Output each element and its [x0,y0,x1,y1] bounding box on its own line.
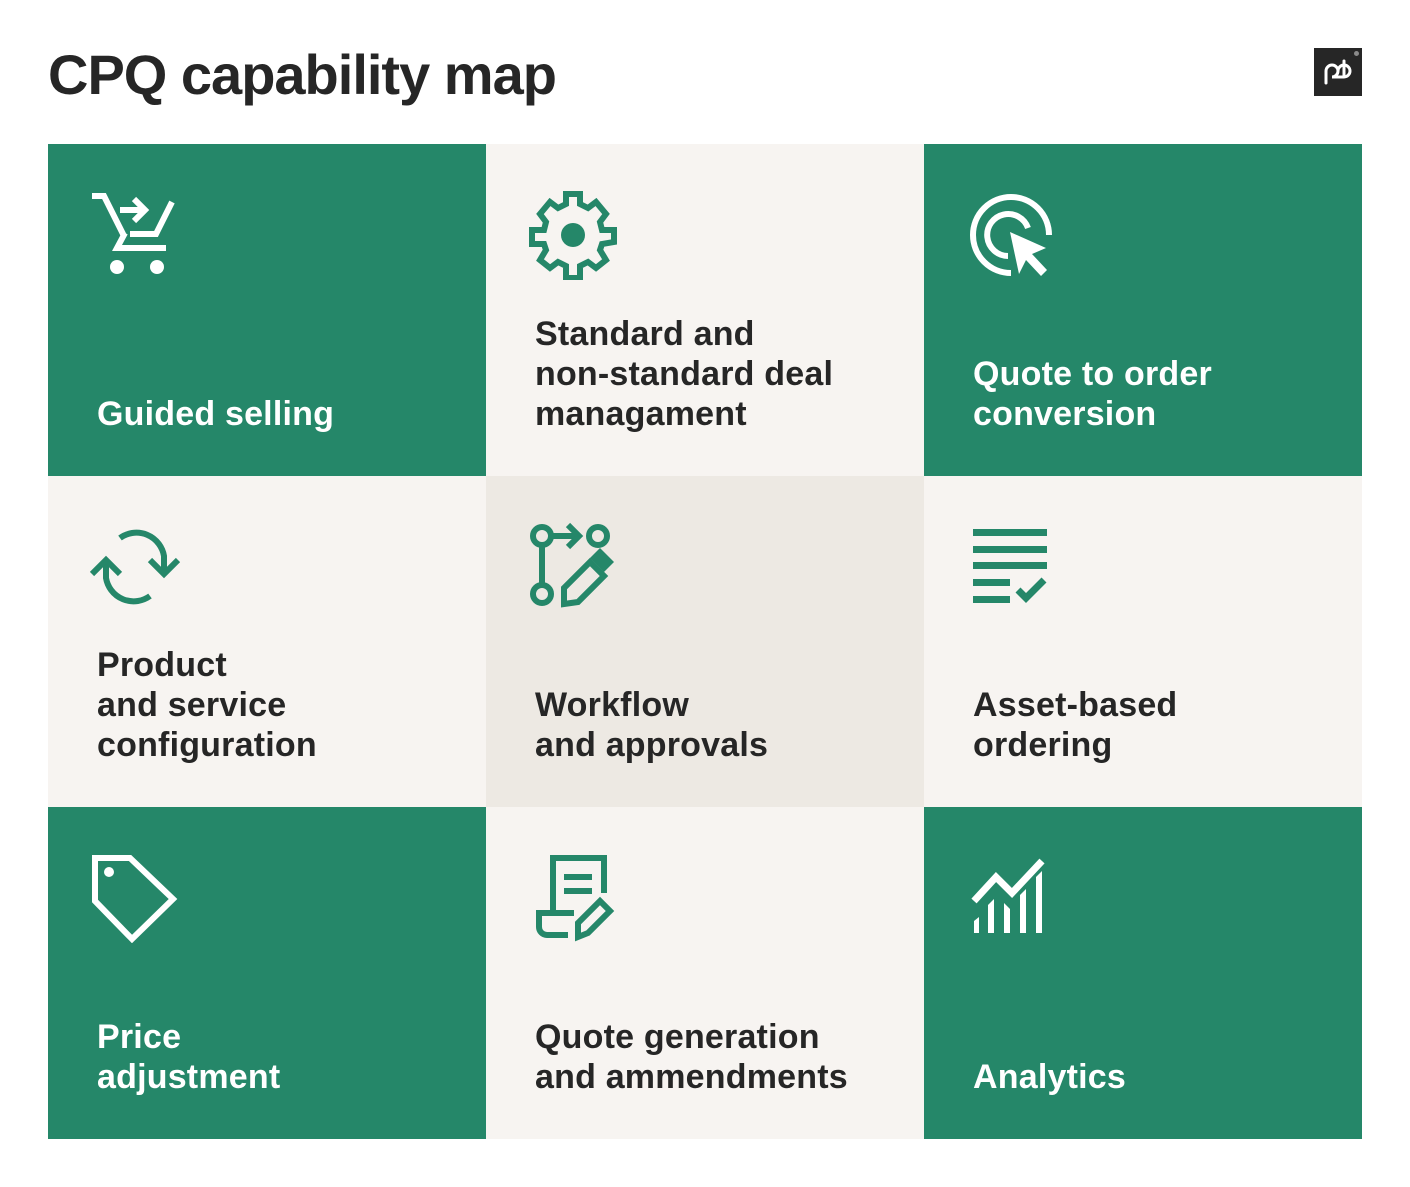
tile-price-adjustment: Price adjustment [48,807,486,1139]
tile-analytics: Analytics [924,807,1362,1139]
tile-label: Quote to order conversion [973,355,1212,433]
tile-asset-based-ordering: Asset-based ordering [924,476,1362,807]
analytics-chart-icon [971,858,1045,933]
workflow-edit-icon [530,522,614,608]
shopping-cart-arrow-icon [92,193,175,274]
tile-label: Standard and non-standard deal managamen… [535,315,834,433]
price-tag-icon [92,855,178,943]
tile-label: Asset-based ordering [973,686,1178,764]
tile-quote-generation: Quote generation and ammendments [486,807,924,1139]
brand-logo [1314,48,1362,96]
tile-label: Price adjustment [97,1018,281,1096]
gear-icon [529,191,617,280]
pd-logo-icon [1324,59,1352,85]
tile-label: Analytics [973,1058,1126,1096]
tile-deal-management: Standard and non-standard deal managamen… [486,144,924,476]
tile-label: Workflow and approvals [535,686,769,764]
tile-guided-selling: Guided selling [48,144,486,476]
tile-label: Quote generation and ammendments [535,1018,848,1096]
capability-grid: Guided selling Standard and non-standard… [48,144,1362,1139]
tile-workflow-approvals: Workflow and approvals [486,476,924,807]
tile-quote-to-order: Quote to order conversion [924,144,1362,476]
refresh-cycle-icon [90,529,180,605]
document-edit-icon [536,855,615,942]
registered-mark [1354,51,1359,56]
checklist-icon [973,529,1047,603]
tile-label: Product and service configuration [97,646,317,764]
tile-label: Guided selling [97,395,335,433]
page-title: CPQ capability map [48,43,557,106]
tile-product-configuration: Product and service configuration [48,476,486,807]
cursor-click-target-icon [970,194,1052,276]
